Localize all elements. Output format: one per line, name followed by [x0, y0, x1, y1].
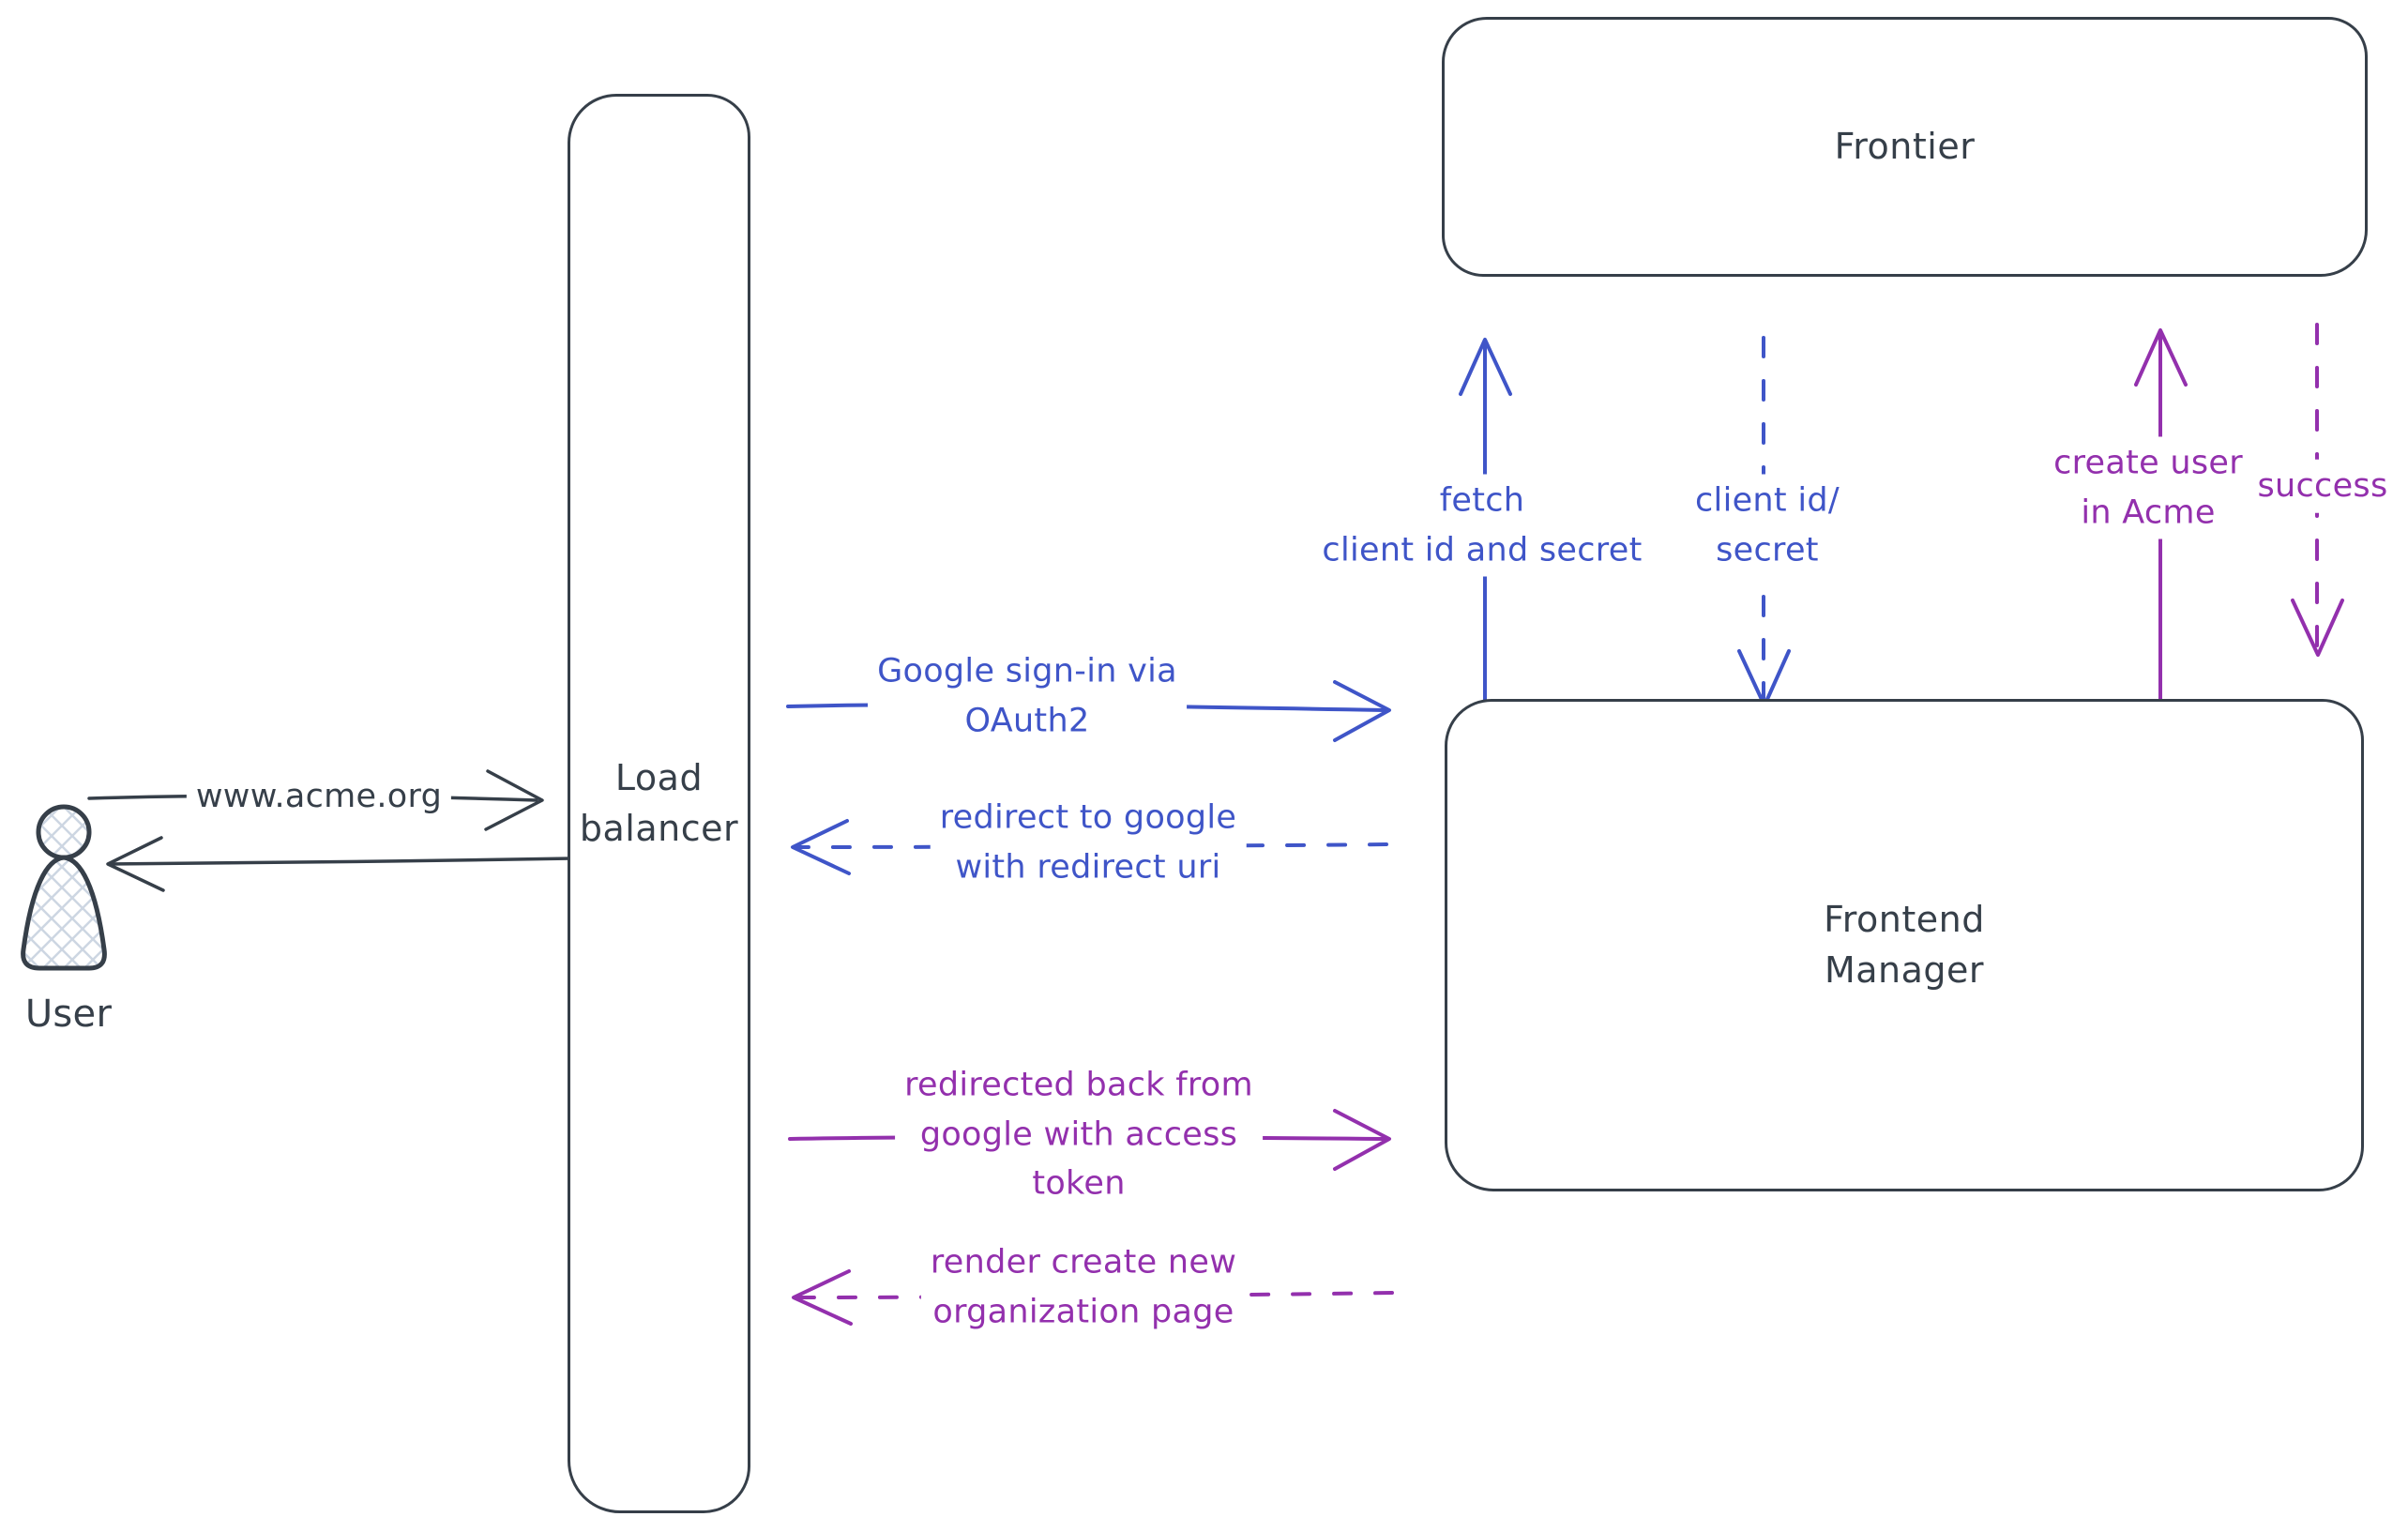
arrow-label-www-acme: www.acme.org — [186, 769, 452, 824]
user-label: User — [24, 993, 113, 1036]
arrow-label-render-page: render create new organization page — [920, 1236, 1247, 1339]
arrow-label-success: success — [2244, 459, 2401, 513]
arrow-success — [2291, 323, 2344, 657]
arrow-label-fetch-secret: fetch client id and secret — [1312, 474, 1652, 577]
user-figure-icon — [21, 804, 107, 971]
load-balancer-label: Load balancer — [579, 757, 739, 849]
arrow-label-redirected-back: redirected back from google with access … — [895, 1058, 1263, 1210]
arrow-label-create-user: create user in Acme — [2044, 436, 2252, 539]
node-frontier: Frontier — [1442, 17, 2368, 277]
arrow-label-redirect-google: redirect to google with redirect uri — [930, 791, 1247, 894]
arrow-render-page — [792, 1269, 1394, 1326]
arrow-label-client-id-secret: client id/ secret — [1686, 474, 1849, 577]
node-load-balancer: Load balancer — [568, 94, 750, 1513]
arrow-label-google-signin: Google sign-in via OAuth2 — [868, 645, 1187, 748]
node-frontend-manager: Frontend Manager — [1445, 699, 2364, 1191]
frontend-manager-label: Frontend Manager — [1824, 899, 1985, 991]
arrow-lb-to-user — [106, 836, 574, 892]
frontier-label: Frontier — [1834, 125, 1976, 167]
